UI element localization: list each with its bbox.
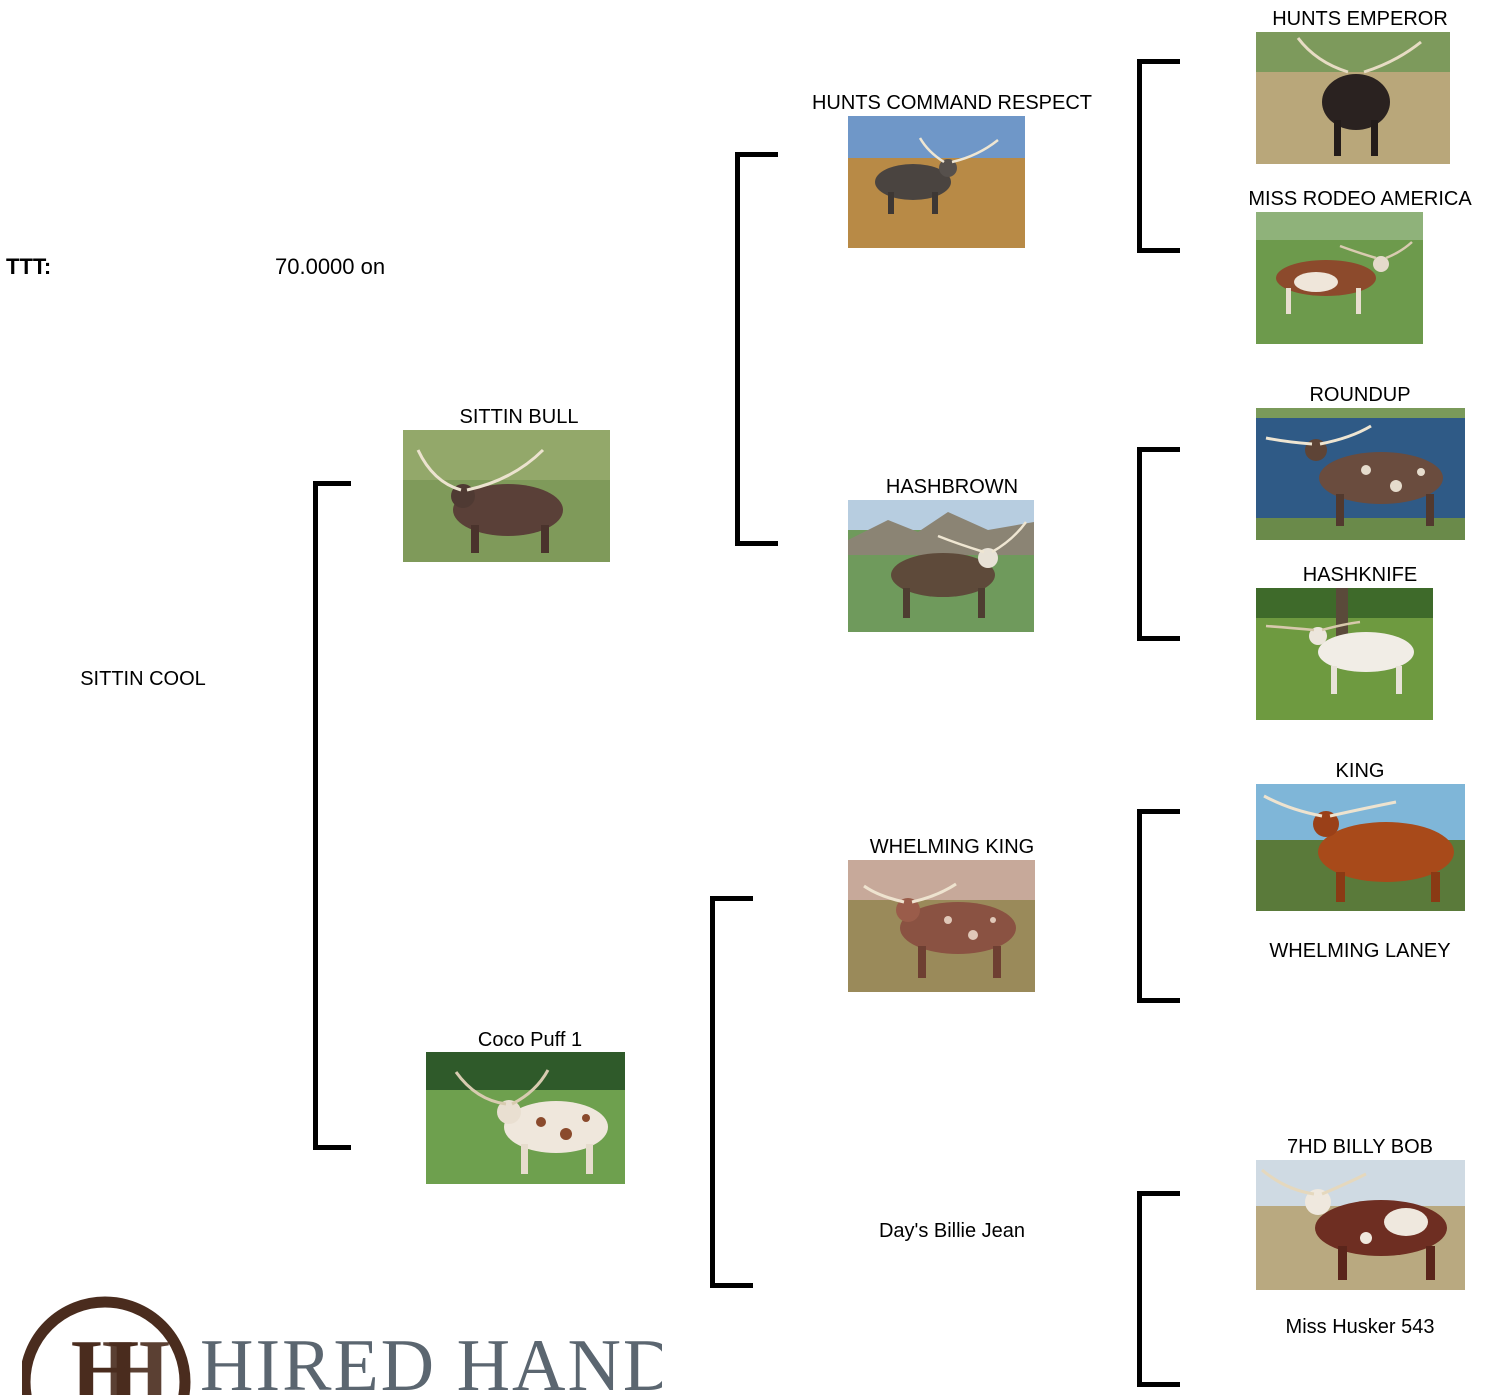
svg-text:HIRED HAND: HIRED HAND bbox=[200, 1325, 662, 1395]
gen3-name-6: WHELMING LANEY bbox=[1269, 940, 1451, 962]
dam-dam-name: Day's Billie Jean bbox=[878, 1220, 1026, 1242]
dam-photo[interactable] bbox=[426, 1052, 625, 1184]
gen3-name-3: ROUNDUP bbox=[1309, 384, 1411, 406]
svg-text:H: H bbox=[102, 1323, 170, 1395]
gen3-photo-5[interactable] bbox=[1256, 784, 1465, 911]
dam-sire-name: WHELMING KING bbox=[869, 836, 1035, 858]
gen3-name-2: MISS RODEO AMERICA bbox=[1248, 188, 1472, 210]
sire-dam-photo[interactable] bbox=[848, 500, 1034, 632]
gen3-name-1: HUNTS EMPEROR bbox=[1272, 8, 1448, 30]
gen3-name-5: KING bbox=[1335, 760, 1385, 782]
ttt-label: TTT: bbox=[6, 254, 52, 279]
sire-sire-name: HUNTS COMMAND RESPECT bbox=[811, 92, 1093, 114]
hired-hand-logo: H H HIRED HAND bbox=[22, 1290, 662, 1395]
gen3-name-4: HASHKNIFE bbox=[1302, 564, 1418, 586]
bracket-sire-sire bbox=[1137, 59, 1180, 253]
gen3-photo-2[interactable] bbox=[1256, 212, 1423, 344]
sire-name: SITTIN BULL bbox=[459, 406, 579, 428]
ttt-value: 70.0000 on bbox=[275, 254, 386, 279]
bracket-sire-dam bbox=[1137, 447, 1180, 641]
gen3-photo-4[interactable] bbox=[1256, 588, 1433, 720]
sire-dam-name: HASHBROWN bbox=[885, 476, 1019, 498]
bracket-dam bbox=[710, 896, 753, 1288]
bracket-gen1 bbox=[313, 481, 351, 1150]
gen3-name-8: Miss Husker 543 bbox=[1285, 1316, 1435, 1338]
gen3-photo-1[interactable] bbox=[1256, 32, 1450, 164]
bracket-dam-dam bbox=[1137, 1191, 1180, 1387]
gen3-photo-7[interactable] bbox=[1256, 1160, 1465, 1290]
gen3-name-7: 7HD BILLY BOB bbox=[1287, 1136, 1433, 1158]
sire-photo[interactable] bbox=[403, 430, 610, 562]
dam-sire-photo[interactable] bbox=[848, 860, 1035, 992]
dam-name: Coco Puff 1 bbox=[477, 1029, 583, 1051]
sire-sire-photo[interactable] bbox=[848, 116, 1025, 248]
animal-name: SITTIN COOL bbox=[80, 668, 206, 690]
bracket-sire bbox=[735, 152, 778, 546]
gen3-photo-3[interactable] bbox=[1256, 408, 1465, 540]
bracket-dam-sire bbox=[1137, 809, 1180, 1003]
svg-text:H: H bbox=[71, 1323, 139, 1395]
